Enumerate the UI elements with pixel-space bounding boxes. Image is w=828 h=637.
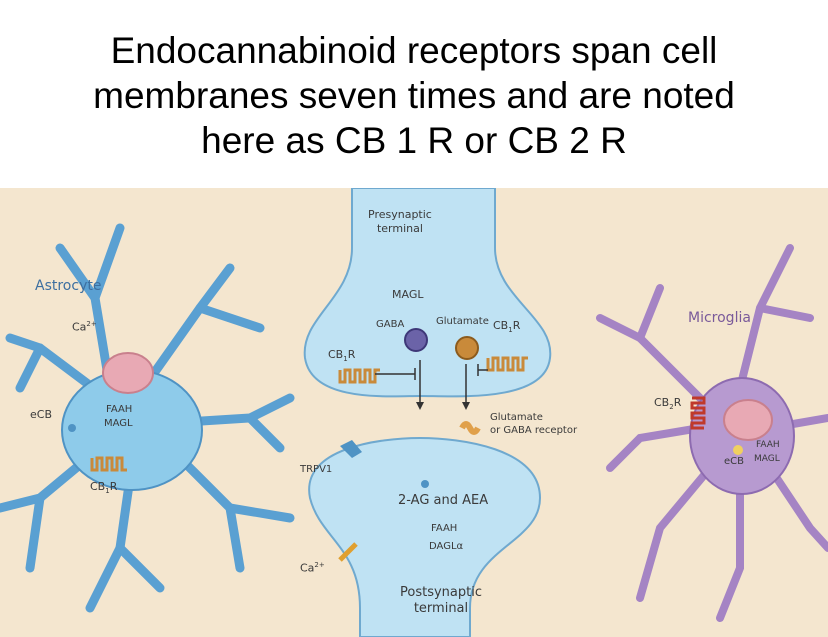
ca-post-main: Ca (300, 561, 315, 575)
astrocyte-ca-label: Ca2+ (72, 320, 97, 334)
glutamate-receptor-label: Glutamate or GABA receptor (490, 412, 577, 437)
astro-cb1r-sub: 1 (105, 487, 110, 496)
magl-label: MAGL (392, 288, 424, 301)
cb2r-receptor (690, 396, 706, 430)
cb1r-tl-main: CB (328, 348, 344, 361)
micro-cb2r-main: CB (654, 396, 670, 409)
cb1r-tr-main: CB (493, 319, 509, 332)
presynaptic-label: Presynaptic terminal (368, 208, 432, 236)
faah-post-label: FAAH (431, 523, 458, 534)
glut-receptor-line2: or GABA receptor (490, 424, 578, 436)
astro-ca-sup: 2+ (86, 320, 97, 328)
astro-cb1r-tail: R (109, 480, 118, 493)
ecb-molecule (421, 480, 429, 488)
trpv1-label: TRPV1 (300, 464, 333, 475)
glutamate-label: Glutamate (436, 316, 489, 327)
microglia-title: Microglia (688, 310, 751, 326)
astrocyte-cell (0, 223, 295, 613)
2ag-aea-label: 2-AG and AEA (398, 493, 489, 508)
cb1r-top-right-receptor (486, 356, 528, 372)
trpv1-channel (340, 440, 362, 458)
cb1r-tr-tail: R (512, 319, 521, 332)
postsynaptic-line2: terminal (413, 601, 469, 617)
presynaptic-label-line1: Presynaptic (368, 208, 432, 221)
cb1r-top-left-label: CB1R (328, 348, 355, 364)
title-line-2: membranes seven times and are noted (93, 75, 735, 116)
astro-ca-main: Ca (72, 320, 87, 334)
glutamate-vesicle (455, 336, 479, 360)
cb1r-astrocyte-receptor (90, 456, 127, 472)
astro-cb1r-main: CB (90, 480, 106, 493)
slide-title: Endocannabinoid receptors span cell memb… (0, 28, 828, 163)
title-line-1: Endocannabinoid receptors span cell (110, 30, 718, 71)
astrocyte-cb1r-label: CB1R (90, 480, 117, 496)
micro-cb2r-sub: 2 (669, 403, 674, 412)
gaba-label: GABA (376, 319, 405, 330)
ca-post-sup: 2+ (314, 561, 325, 569)
microglia-cell (596, 244, 828, 622)
microglia-nucleus (723, 399, 773, 441)
micro-cb2r-tail: R (673, 396, 682, 409)
cb1r-tl-sub: 1 (343, 355, 348, 364)
cb1r-top-right-label: CB1R (493, 319, 520, 335)
presynaptic-label-line2: terminal (376, 221, 423, 235)
dagl-label: DAGLα (429, 541, 464, 552)
glut-receptor-line1: Glutamate (490, 412, 543, 423)
astrocyte-ecb-label: eCB (30, 408, 52, 421)
cb1r-tr-sub: 1 (508, 326, 513, 335)
microglia-cb2r-label: CB2R (654, 396, 681, 412)
cb1r-tl-tail: R (347, 348, 356, 361)
astrocyte-magl-label: MAGL (104, 418, 133, 429)
diagram-artwork (0, 188, 828, 637)
astrocyte-faah-label: FAAH (106, 404, 133, 415)
glutamate-receptor (459, 421, 481, 435)
microglia-faah-label: FAAH (756, 440, 780, 450)
postsynaptic-label: Postsynaptic terminal (400, 585, 482, 618)
cb1r-top-left-receptor (338, 368, 380, 384)
ca-post-label: Ca2+ (300, 561, 325, 575)
astrocyte-nucleus (102, 352, 154, 394)
microglia-ecb-label: eCB (724, 456, 744, 467)
gaba-vesicle (404, 328, 428, 352)
astrocyte-title: Astrocyte (35, 278, 102, 294)
endocannabinoid-diagram: Presynaptic terminal MAGL GABA Glutamate… (0, 188, 828, 637)
postsynaptic-terminal (308, 436, 542, 637)
title-line-3: here as CB 1 R or CB 2 R (201, 120, 627, 161)
postsynaptic-line1: Postsynaptic (400, 585, 482, 600)
ecb-microglia (733, 445, 743, 455)
microglia-magl-label: MAGL (754, 454, 780, 464)
